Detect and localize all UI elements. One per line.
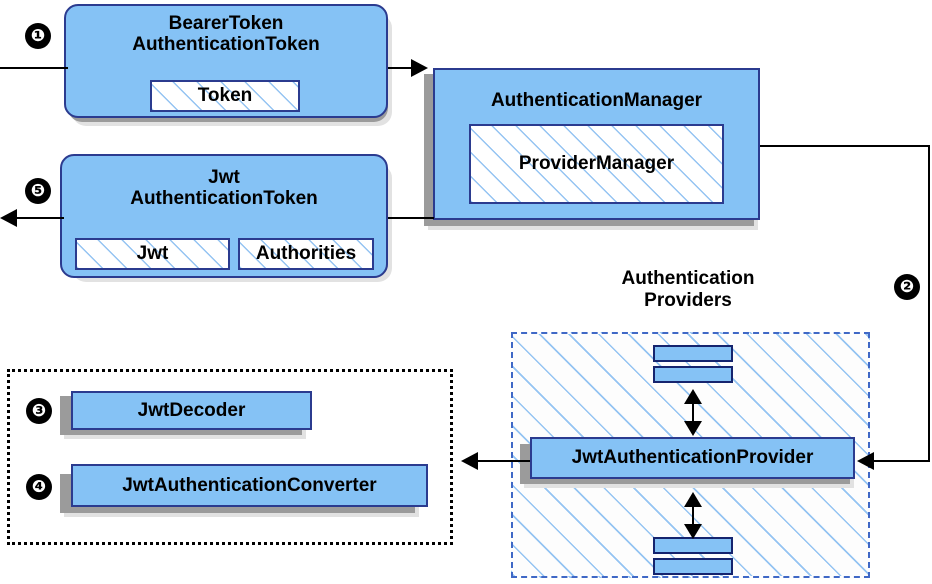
arrowhead-into-providers	[857, 452, 874, 470]
provider-bar-bottom-2	[653, 558, 733, 575]
node-provider-manager: ProviderManager	[469, 124, 724, 204]
node-jwt-authentication-provider[interactable]: JwtAuthenticationProvider	[530, 437, 855, 479]
arrowhead-provider-up-lower	[684, 492, 702, 507]
jwt-token-line-1: Jwt	[208, 167, 240, 188]
node-jwt-decoder[interactable]: JwtDecoder	[71, 391, 312, 430]
arrowhead-provider-down	[684, 524, 702, 539]
node-jwt-token-field-jwt: Jwt	[75, 238, 230, 270]
connector-request-in	[0, 67, 68, 69]
connector-into-providers	[874, 460, 930, 462]
providers-group-label: Authentication Providers	[583, 268, 793, 311]
node-jwt-authentication-converter[interactable]: JwtAuthenticationConverter	[71, 464, 428, 507]
arrowhead-bearer-to-manager	[411, 59, 428, 77]
providers-label-line-1: Authentication	[621, 268, 755, 289]
badge-step-1: ❶	[25, 23, 51, 49]
provider-bar-top-2	[653, 366, 733, 383]
provider-bar-top-1	[653, 345, 733, 362]
jwt-support-region	[7, 369, 453, 545]
connector-manager-right	[760, 145, 930, 147]
authentication-manager-title: AuthenticationManager	[490, 90, 703, 111]
connector-provider-down	[692, 497, 694, 529]
bearer-token-line-1: BearerToken	[168, 13, 284, 34]
badge-step-4: ❹	[26, 474, 52, 500]
bearer-token-line-2: AuthenticationToken	[132, 34, 320, 56]
providers-label-line-2: Providers	[644, 289, 732, 311]
connector-response-out	[8, 217, 64, 219]
arrowhead-provider-to-support	[461, 452, 478, 470]
arrowhead-provider-up	[684, 389, 702, 404]
node-bearer-token-field-token: Token	[150, 80, 300, 112]
arrowhead-response-out	[0, 209, 17, 227]
connector-manager-to-jwt-token	[388, 217, 434, 219]
badge-step-3: ❸	[26, 398, 52, 424]
connector-bearer-to-manager	[388, 67, 420, 69]
node-jwt-token-field-authorities: Authorities	[238, 238, 374, 270]
connector-manager-down	[928, 145, 930, 461]
jwt-token-line-2: AuthenticationToken	[130, 188, 318, 210]
connector-provider-to-support	[478, 460, 530, 462]
badge-step-2: ❷	[894, 274, 920, 300]
badge-step-5: ❺	[25, 178, 51, 204]
provider-bar-bottom-1	[653, 537, 733, 554]
connector-provider-up	[692, 394, 694, 426]
arrowhead-provider-down-upper	[684, 421, 702, 436]
